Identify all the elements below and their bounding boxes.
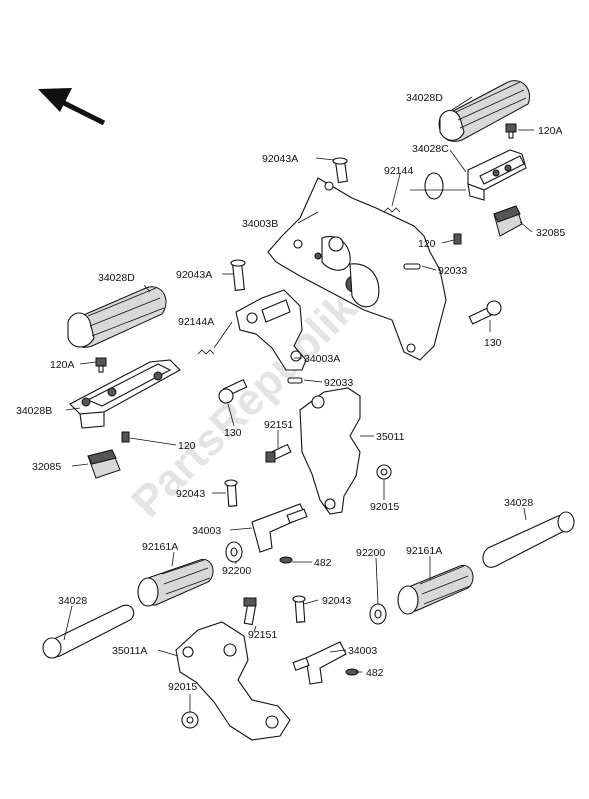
washer-92200-right (369, 603, 387, 625)
label-34028B: 34028B (16, 405, 52, 417)
label-92033-mid: 92033 (324, 377, 353, 389)
label-34028D-left: 34028D (98, 272, 135, 284)
pin-92043-low (292, 595, 306, 623)
label-92200-left: 92200 (222, 565, 251, 577)
screw-120-left (121, 431, 130, 443)
label-130-mid: 130 (224, 427, 242, 439)
peg-34028-left (42, 604, 135, 659)
label-120A-top: 120A (538, 125, 563, 137)
spring-92144 (383, 207, 401, 213)
footpeg-34028B (69, 359, 181, 429)
pin-92043A-mid (230, 259, 246, 291)
label-34028-left: 34028 (58, 595, 87, 607)
pin-92043A-top (332, 157, 348, 184)
rubber-34028D-top (438, 80, 530, 142)
label-92161A-right: 92161A (406, 545, 442, 557)
label-34028-right: 34028 (504, 497, 533, 509)
label-32085-left: 32085 (32, 461, 61, 473)
spring-92144A (197, 349, 215, 355)
pin-92033-top (403, 263, 421, 270)
pivot-collar-92144-top (410, 172, 466, 200)
label-34003-mid: 34003 (192, 525, 221, 537)
rubber-34028D-left (67, 286, 167, 348)
leader-lines (63, 96, 534, 712)
label-92015-right: 92015 (370, 501, 399, 513)
label-34003-low: 34003 (348, 645, 377, 657)
pin-92043-mid (224, 479, 238, 507)
slider-32085-left (87, 449, 121, 479)
label-35011A: 35011A (112, 645, 147, 657)
label-92151-low: 92151 (248, 629, 277, 641)
screw-120A-top (505, 123, 517, 139)
label-34028C: 34028C (412, 143, 449, 155)
clevis-34003-low (292, 641, 347, 685)
washer-92200-left (225, 541, 243, 563)
part-labels: 34028D 120A 92043A 34028C 92144 34003B 1… (16, 92, 565, 693)
bolt-92151-low (243, 597, 257, 626)
bracket-34003A (235, 289, 307, 371)
bracket-35011A (175, 621, 291, 741)
bracket-35011 (299, 387, 361, 515)
nut-92015-low (181, 711, 199, 729)
label-92043-mid: 92043 (176, 488, 205, 500)
rubber-92161A-left (137, 558, 214, 607)
label-120-left: 120 (178, 440, 196, 452)
clevis-34003-mid (251, 503, 308, 553)
label-92200-right: 92200 (356, 547, 385, 559)
screw-120-top (453, 233, 462, 245)
label-120-top: 120 (418, 238, 436, 250)
label-92144-top: 92144 (384, 165, 413, 177)
label-482-low: 482 (366, 667, 384, 679)
label-92043-low: 92043 (322, 595, 351, 607)
footpeg-34028C (467, 149, 527, 201)
peg-34028-right (482, 511, 575, 568)
label-92033-top: 92033 (438, 265, 467, 277)
label-34003B: 34003B (242, 218, 278, 230)
nut-92015-right (376, 464, 392, 480)
screw-120A-left (95, 357, 107, 373)
label-92043A-top: 92043A (262, 153, 298, 165)
label-35011: 35011 (376, 431, 405, 443)
bolt-130-mid (218, 378, 248, 404)
label-130-right: 130 (484, 337, 502, 349)
label-34003A: 34003A (304, 353, 340, 365)
label-92015-low: 92015 (168, 681, 197, 693)
slider-32085-top (493, 205, 523, 237)
clip-482-mid (279, 556, 293, 564)
label-32085-top: 32085 (536, 227, 565, 239)
label-34028D-top: 34028D (406, 92, 443, 104)
label-92161A-left: 92161A (142, 541, 178, 553)
pin-92033-mid (287, 377, 303, 384)
label-120A-left: 120A (50, 359, 75, 371)
label-92144A: 92144A (178, 316, 214, 328)
front-direction-arrow-icon (38, 88, 106, 126)
bracket-34003B (267, 177, 447, 361)
rubber-92161A-right (397, 564, 474, 615)
label-482-mid: 482 (314, 557, 332, 569)
label-92043A-mid: 92043A (176, 269, 212, 281)
bolt-92151-mid (265, 443, 292, 463)
label-92151-mid: 92151 (264, 419, 293, 431)
bolt-130-right (468, 300, 502, 325)
